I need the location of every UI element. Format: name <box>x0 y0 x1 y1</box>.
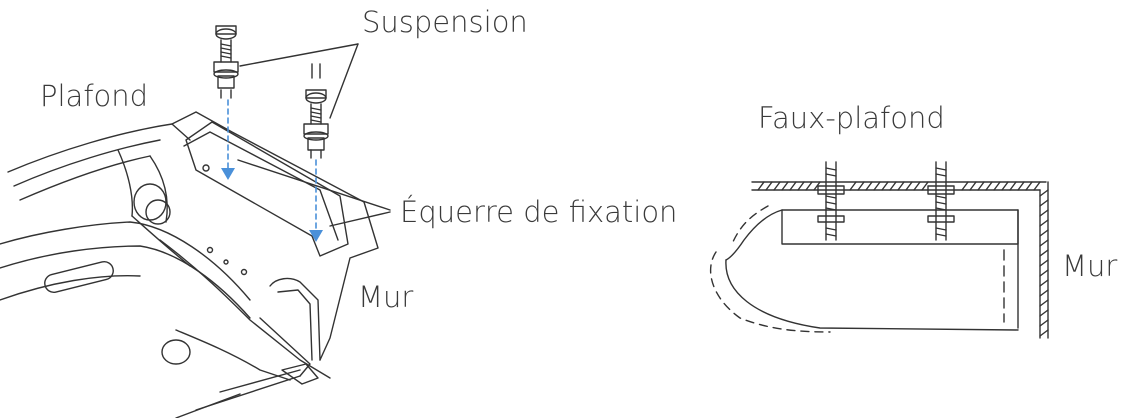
mur-label-left: Mur <box>358 280 414 314</box>
false-ceiling-section <box>709 161 1049 339</box>
mur-label-right: Mur <box>1062 249 1118 283</box>
equerre-label: Équerre de fixation <box>400 195 678 229</box>
leader-lines <box>237 43 391 227</box>
faux-plafond-label: Faux-plafond <box>758 101 945 135</box>
suspension-bolts-left <box>213 25 329 159</box>
insertion-arrows <box>227 99 317 233</box>
plafond-label: Plafond <box>40 79 149 113</box>
suspension-label: Suspension <box>362 5 528 39</box>
arrow-heads <box>221 168 323 242</box>
